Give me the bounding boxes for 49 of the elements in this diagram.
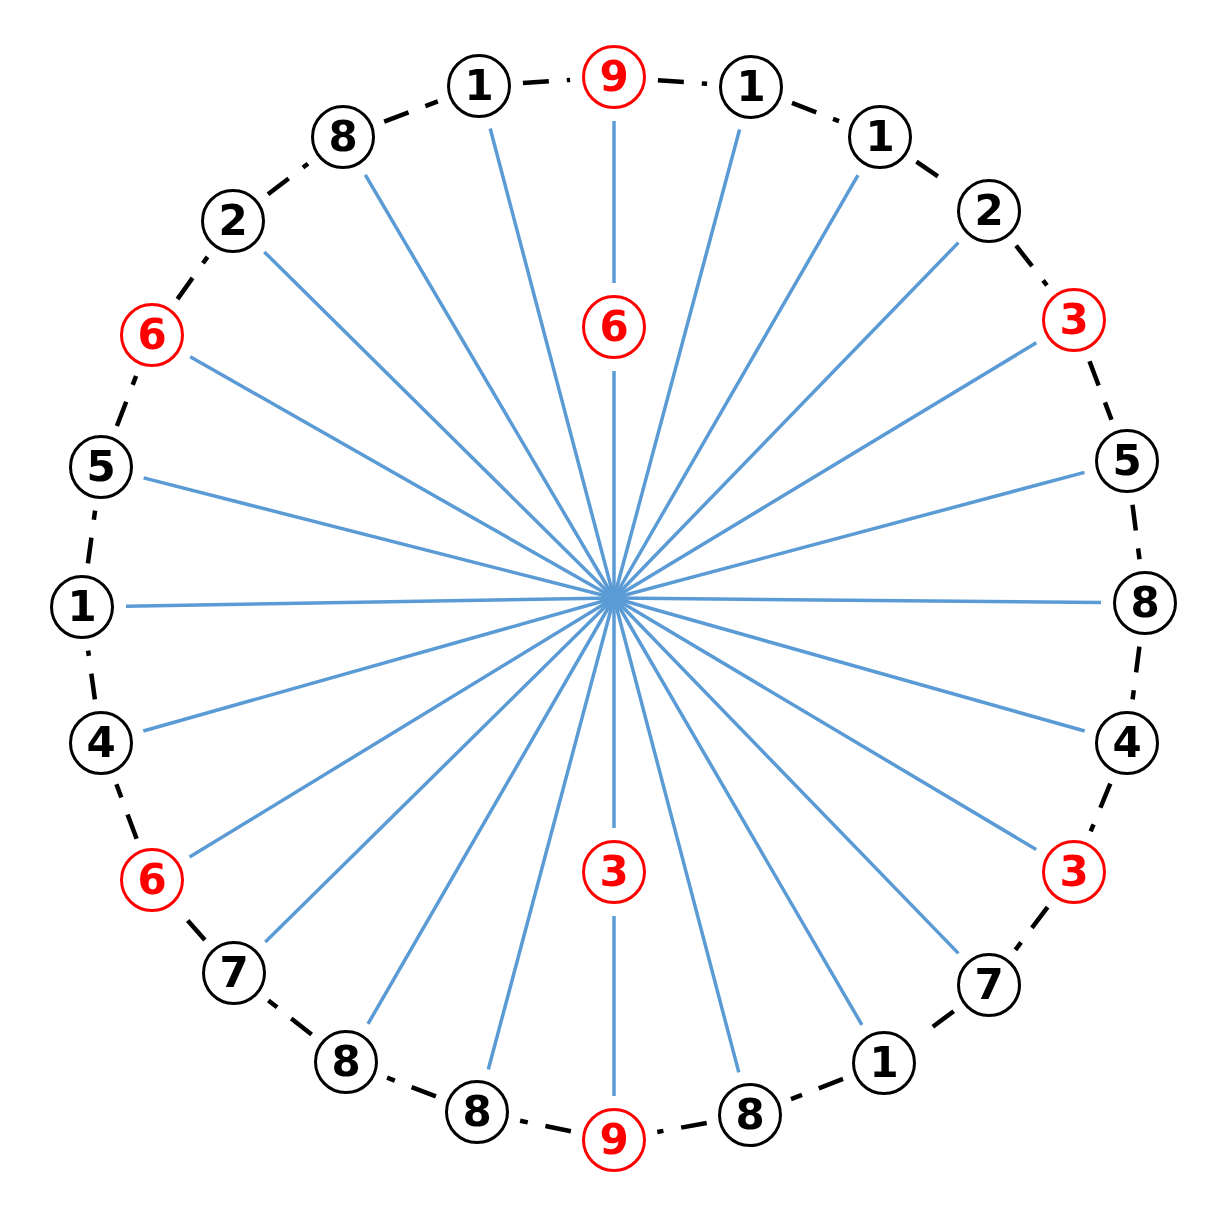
number-circle: 6 — [120, 303, 184, 367]
number-circle: 8 — [445, 1080, 509, 1144]
dashed-line — [657, 77, 708, 87]
dashed-line — [1130, 504, 1142, 560]
dashed-line — [656, 1120, 708, 1135]
number-circle: 7 — [957, 953, 1021, 1017]
dashed-line — [1087, 360, 1114, 421]
number-circle: 2 — [201, 189, 265, 253]
dashed-line — [267, 998, 313, 1037]
number-circle: 3 — [1042, 840, 1106, 904]
number-circle: 8 — [718, 1083, 782, 1147]
dashed-line — [1130, 646, 1142, 700]
dashed-line — [522, 77, 571, 86]
dashed-line — [85, 510, 98, 564]
dashed-line — [114, 375, 139, 427]
number-circle: 3 — [1042, 288, 1106, 352]
number-circle: 6 — [120, 848, 184, 912]
number-circle: 1 — [447, 54, 511, 118]
connector-line — [612, 121, 616, 283]
dashed-line — [519, 1118, 572, 1134]
number-circle: 4 — [1095, 711, 1159, 775]
number-circle: 3 — [582, 840, 646, 904]
dashed-line — [1013, 905, 1050, 952]
dashed-line — [1088, 782, 1113, 833]
number-circle: 1 — [50, 575, 114, 639]
number-circle: 1 — [719, 55, 783, 119]
number-circle: 4 — [69, 711, 133, 775]
dashed-line — [790, 1076, 844, 1102]
number-circle: 1 — [852, 1031, 916, 1095]
number-circle: 9 — [582, 45, 646, 109]
dashed-line — [383, 99, 439, 124]
connector-line — [612, 916, 616, 1096]
number-circle: 5 — [69, 435, 133, 499]
number-circle: 5 — [1095, 429, 1159, 493]
dashed-line — [175, 255, 210, 301]
dashed-line — [266, 161, 310, 197]
dashed-line — [85, 650, 98, 700]
number-circle: 2 — [957, 179, 1021, 243]
number-circle: 8 — [314, 1030, 378, 1094]
dashed-line — [386, 1075, 437, 1099]
dashed-line — [791, 100, 840, 124]
number-circle: 8 — [311, 105, 375, 169]
number-circle: 8 — [1113, 571, 1177, 635]
dashed-line — [1014, 244, 1049, 287]
dashed-line — [114, 783, 139, 840]
number-circle: 9 — [582, 1108, 646, 1172]
number-circle: 6 — [582, 295, 646, 359]
number-circle: 7 — [202, 941, 266, 1005]
number-circle: 1 — [848, 105, 912, 169]
